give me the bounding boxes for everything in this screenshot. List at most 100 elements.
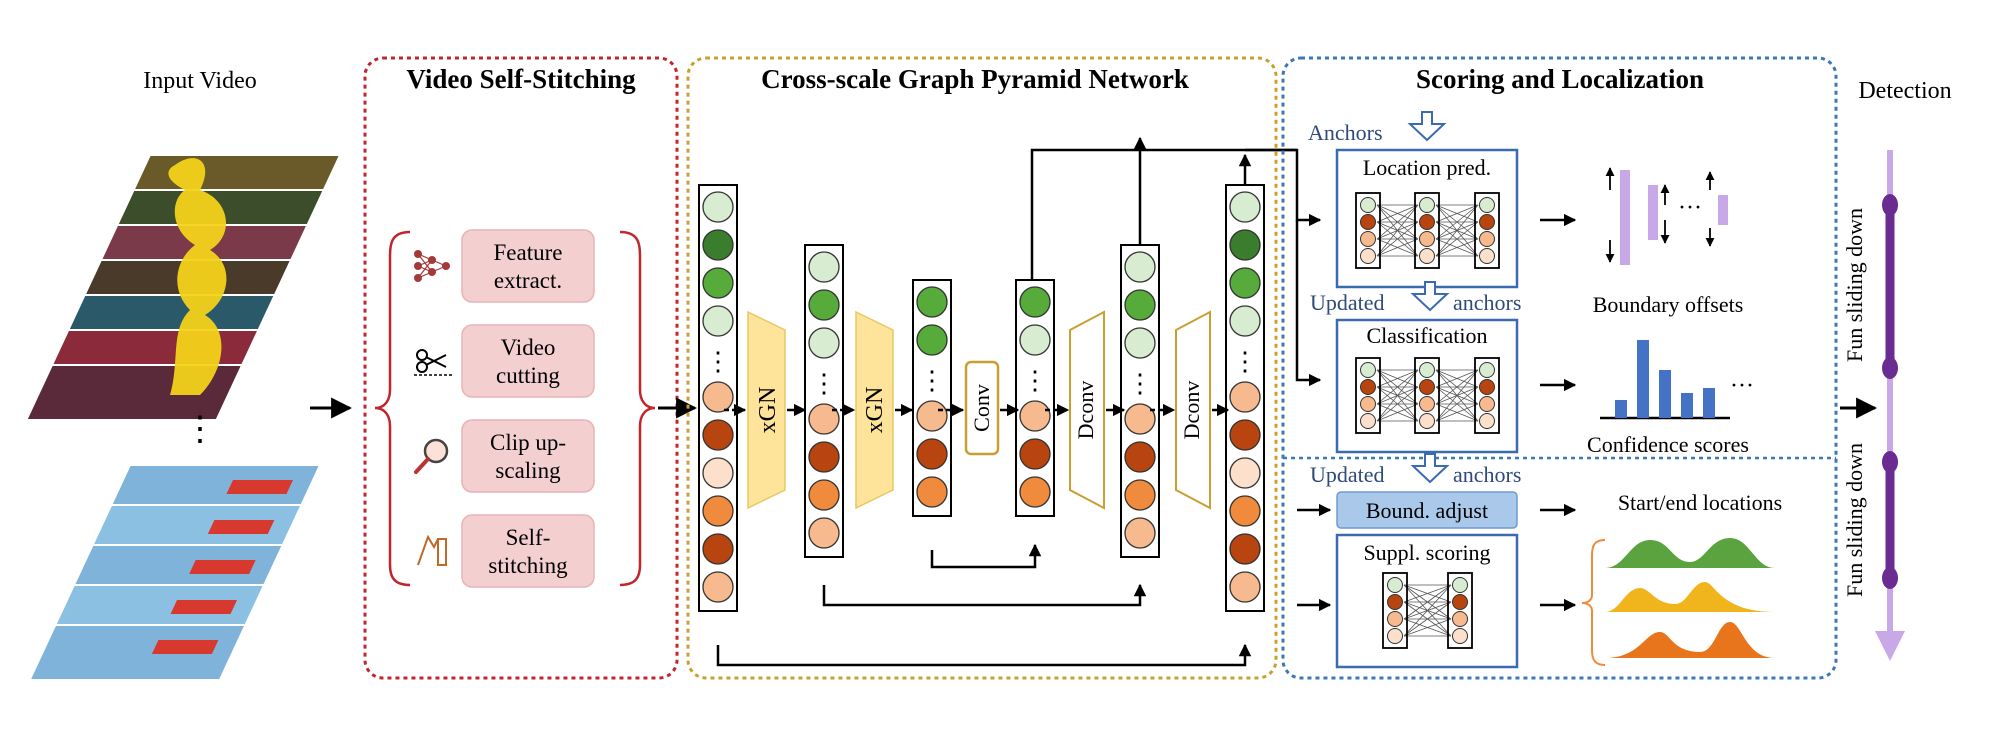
net-node bbox=[1419, 396, 1435, 412]
detection-label-1: Fun sliding down bbox=[1842, 208, 1867, 362]
graph-node bbox=[1124, 403, 1156, 435]
net-node bbox=[1360, 396, 1376, 412]
scoring-panel bbox=[1281, 56, 1838, 680]
anchors-down-arrow-icon bbox=[1407, 111, 1447, 142]
stitching-step-line1: Video bbox=[501, 335, 556, 360]
graph-node bbox=[1229, 533, 1261, 565]
anchors-label: Anchors bbox=[1308, 120, 1383, 145]
confidence-bar bbox=[1615, 400, 1627, 418]
column-ellipsis: ⋮ bbox=[705, 347, 731, 376]
graph-node bbox=[1019, 286, 1051, 318]
net-node bbox=[1387, 628, 1403, 644]
stitching-step-line1: Clip up- bbox=[490, 430, 566, 455]
stitching-step-3: Clip up-scaling bbox=[414, 419, 595, 493]
conv-block: Conv bbox=[964, 360, 1000, 456]
graph-node bbox=[808, 479, 840, 511]
graph-node bbox=[1229, 495, 1261, 527]
confidence-bar bbox=[1703, 388, 1715, 418]
stitching-step-4: Self-stitching bbox=[417, 514, 595, 588]
pyramid-column-6: ⋮ bbox=[1225, 184, 1265, 612]
graph-node bbox=[1124, 479, 1156, 511]
net-node bbox=[1360, 248, 1376, 264]
scoring-input-arrows bbox=[1297, 503, 1332, 612]
graph-node bbox=[1124, 441, 1156, 473]
updated-anchors-label-2: Updated bbox=[1310, 462, 1385, 487]
graph-node bbox=[1124, 289, 1156, 321]
column-ellipsis: ⋮ bbox=[1232, 347, 1258, 376]
location-pred-label: Location pred. bbox=[1363, 155, 1491, 180]
column-ellipsis: ⋮ bbox=[811, 369, 837, 398]
bound-adjust-label: Bound. adjust bbox=[1366, 498, 1488, 523]
stitching-step-line1: Feature bbox=[494, 240, 563, 265]
net-node bbox=[1479, 197, 1495, 213]
graph-node bbox=[702, 381, 734, 413]
stitching-step-line2: scaling bbox=[495, 458, 561, 483]
graph-node bbox=[1019, 324, 1051, 356]
pyramid-column-1: ⋮ bbox=[698, 184, 738, 612]
suppl-scoring-label: Suppl. scoring bbox=[1363, 540, 1490, 565]
stitching-step-line2: stitching bbox=[488, 553, 568, 578]
graph-node bbox=[1229, 305, 1261, 337]
graph-node bbox=[1229, 229, 1261, 261]
updated-anchors-label-1: Updated bbox=[1310, 290, 1385, 315]
net-node bbox=[1360, 197, 1376, 213]
svg-text:xGN: xGN bbox=[862, 387, 888, 434]
segment-1-end-marker bbox=[1882, 357, 1898, 379]
graph-node bbox=[1019, 400, 1051, 432]
net-node bbox=[1360, 413, 1376, 429]
xgn-block-2: xGN bbox=[855, 310, 894, 510]
graph-node bbox=[808, 289, 840, 321]
segment-2-end-marker bbox=[1882, 567, 1898, 589]
graph-node bbox=[1124, 517, 1156, 549]
column-ellipsis: ⋮ bbox=[1022, 366, 1048, 395]
column-ellipsis: ⋮ bbox=[1127, 369, 1153, 398]
detection-label-2: Fun sliding down bbox=[1842, 443, 1867, 597]
net-node bbox=[1452, 611, 1468, 627]
net-node bbox=[1419, 231, 1435, 247]
svg-text:Dconv: Dconv bbox=[1179, 381, 1204, 440]
net-node bbox=[1360, 214, 1376, 230]
net-node bbox=[1479, 231, 1495, 247]
svg-text:xGN: xGN bbox=[755, 387, 781, 434]
net-node bbox=[1452, 628, 1468, 644]
net-node bbox=[1419, 248, 1435, 264]
net-node bbox=[1387, 611, 1403, 627]
graph-node bbox=[916, 476, 948, 508]
graph-node bbox=[1229, 191, 1261, 223]
confidence-bar bbox=[1659, 370, 1671, 418]
graph-node bbox=[1124, 251, 1156, 283]
net-node bbox=[1387, 594, 1403, 610]
svg-text:Conv: Conv bbox=[969, 384, 994, 432]
graph-node bbox=[1229, 419, 1261, 451]
graph-node bbox=[916, 324, 948, 356]
input-video-label: Input Video bbox=[143, 68, 256, 94]
xgn-block-1: xGN bbox=[747, 310, 786, 510]
detection-title: Detection bbox=[1858, 78, 1951, 104]
net-node bbox=[1419, 214, 1435, 230]
scissors-icon bbox=[414, 349, 452, 376]
net-node bbox=[1479, 362, 1495, 378]
net-node bbox=[1479, 248, 1495, 264]
net-node bbox=[1360, 379, 1376, 395]
net-node bbox=[1360, 362, 1376, 378]
graph-node bbox=[1019, 438, 1051, 470]
video-frame-stack-top bbox=[24, 154, 342, 421]
stitching-icon bbox=[417, 534, 447, 566]
graph-node bbox=[1229, 381, 1261, 413]
offsets-ellipsis: ··· bbox=[1678, 195, 1702, 221]
net-node bbox=[1479, 413, 1495, 429]
graph-node bbox=[1124, 327, 1156, 359]
boundary-offsets-graphic: ··· bbox=[1605, 167, 1728, 265]
dconv-block-1: Dconv bbox=[1069, 310, 1105, 510]
graph-node bbox=[916, 438, 948, 470]
graph-node bbox=[808, 441, 840, 473]
segment-1-start-marker bbox=[1882, 194, 1898, 216]
graph-node bbox=[702, 305, 734, 337]
stitching-right-brace bbox=[619, 230, 656, 587]
magnifier-icon bbox=[414, 438, 449, 474]
graph-node bbox=[916, 286, 948, 318]
confidence-bar bbox=[1681, 393, 1693, 418]
updated-anchors-word-1: anchors bbox=[1453, 290, 1521, 315]
suppl-scoring-box bbox=[1335, 533, 1519, 669]
updated-down-arrow-icon-2 bbox=[1410, 453, 1450, 484]
